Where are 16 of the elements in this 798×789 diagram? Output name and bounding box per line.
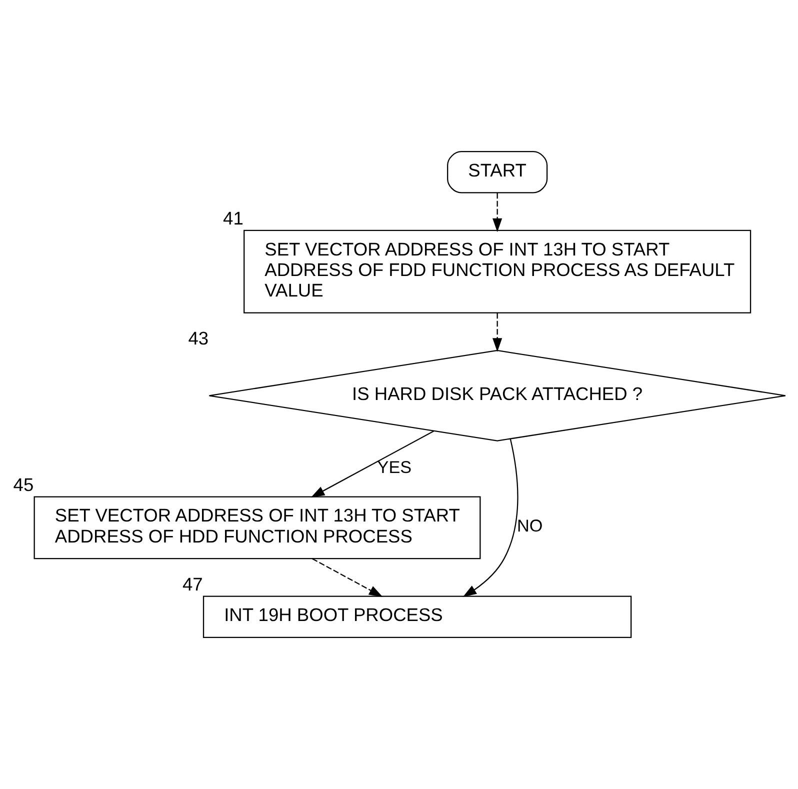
node-label: 47 [182, 573, 203, 594]
node-box: SET VECTOR ADDRESS OF INT 13H TO START ADDRESS OF HDD FUNCTION PROCESS [34, 496, 481, 560]
node-box: START [447, 151, 548, 194]
node-diamond: IS HARD DISK PACK ATTACHED ? [208, 350, 786, 442]
node-label: 45 [13, 474, 34, 495]
arrow [492, 312, 502, 352]
arrow [310, 430, 434, 498]
arrow [462, 438, 518, 598]
arrow [312, 558, 383, 597]
edge-label: YES [377, 456, 412, 477]
node-label: 41 [223, 208, 244, 229]
node-box: INT 19H BOOT PROCESS [202, 596, 632, 638]
arrow [492, 192, 502, 232]
edge-label: NO [517, 516, 543, 536]
node-box: SET VECTOR ADDRESS OF INT 13H TO START ADDRESS OF FDD FUNCTION PROCESS AS DEFAULT VALUE [244, 230, 752, 314]
node-label: 43 [188, 328, 209, 349]
